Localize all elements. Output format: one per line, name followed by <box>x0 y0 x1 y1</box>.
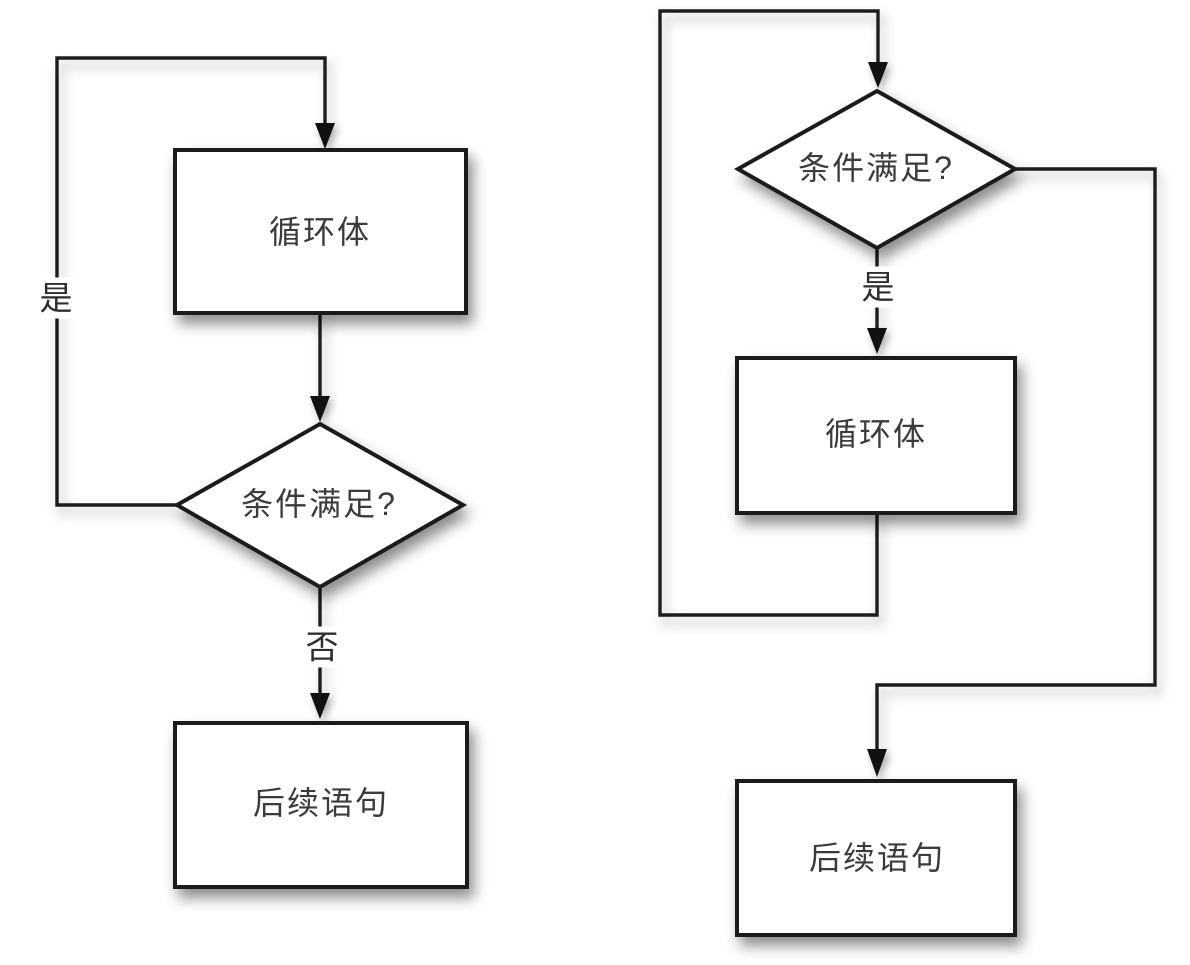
right-exit-arrowhead-icon <box>867 749 887 777</box>
right-yes-branch-arrowhead-icon <box>867 328 887 354</box>
right-yes-edge-label: 是 <box>859 266 897 308</box>
right-condition-label: 条件满足? <box>798 150 954 186</box>
left-loop-body-label: 循环体 <box>268 214 372 250</box>
left-followup-label: 后续语句 <box>252 785 390 821</box>
right-loopback-arrowhead-icon <box>868 62 888 88</box>
left-yes-loopback-connector <box>55 56 327 507</box>
right-followup-label: 后续语句 <box>808 840 946 876</box>
right-loop-body-box <box>735 356 1017 515</box>
right-condition-diamond <box>733 88 1020 251</box>
left-condition-label: 条件满足? <box>241 486 397 522</box>
left-yes-edge-label: 是 <box>37 277 75 319</box>
left-body-to-condition-arrowhead-icon <box>310 396 330 422</box>
right-followup-box <box>735 779 1017 937</box>
left-no-branch-arrowhead-icon <box>310 693 330 719</box>
left-no-edge-label: 否 <box>303 626 341 668</box>
right-exit-connector <box>875 167 1157 752</box>
right-loopback-connector <box>658 9 880 617</box>
left-loop-body-box <box>173 148 468 315</box>
left-followup-box <box>173 721 469 889</box>
left-condition-diamond <box>172 421 468 590</box>
left-loopback-arrowhead-icon <box>315 123 335 149</box>
right-loop-body-label: 循环体 <box>824 416 928 452</box>
